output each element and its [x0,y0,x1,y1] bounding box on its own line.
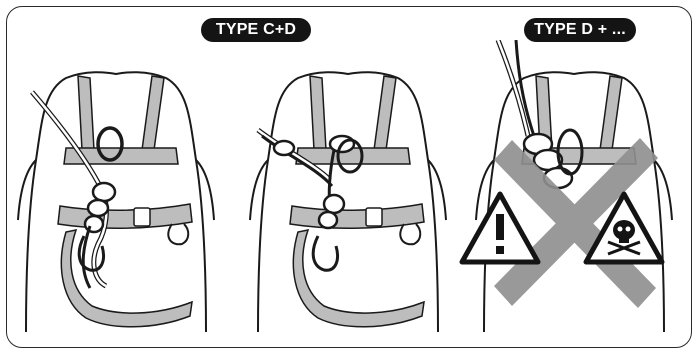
left-leg-loop [60,229,193,328]
harness-figure-1 [6,40,226,332]
harness-figure-3 [458,40,678,332]
chest-band [63,147,179,165]
harness-figure-2 [234,40,454,332]
left-shoulder-strap [77,75,95,151]
figure-eight-knot-icon [81,181,117,289]
label-type-d-plus: TYPE D + ... [524,18,636,42]
illustration-frame [6,6,692,348]
right-shoulder-strap [141,75,165,151]
warning-exclamation-icon [459,191,541,265]
warning-skull-icon [583,191,665,265]
torso-outline [25,71,207,332]
label-type-c-d: TYPE C+D [201,18,311,42]
